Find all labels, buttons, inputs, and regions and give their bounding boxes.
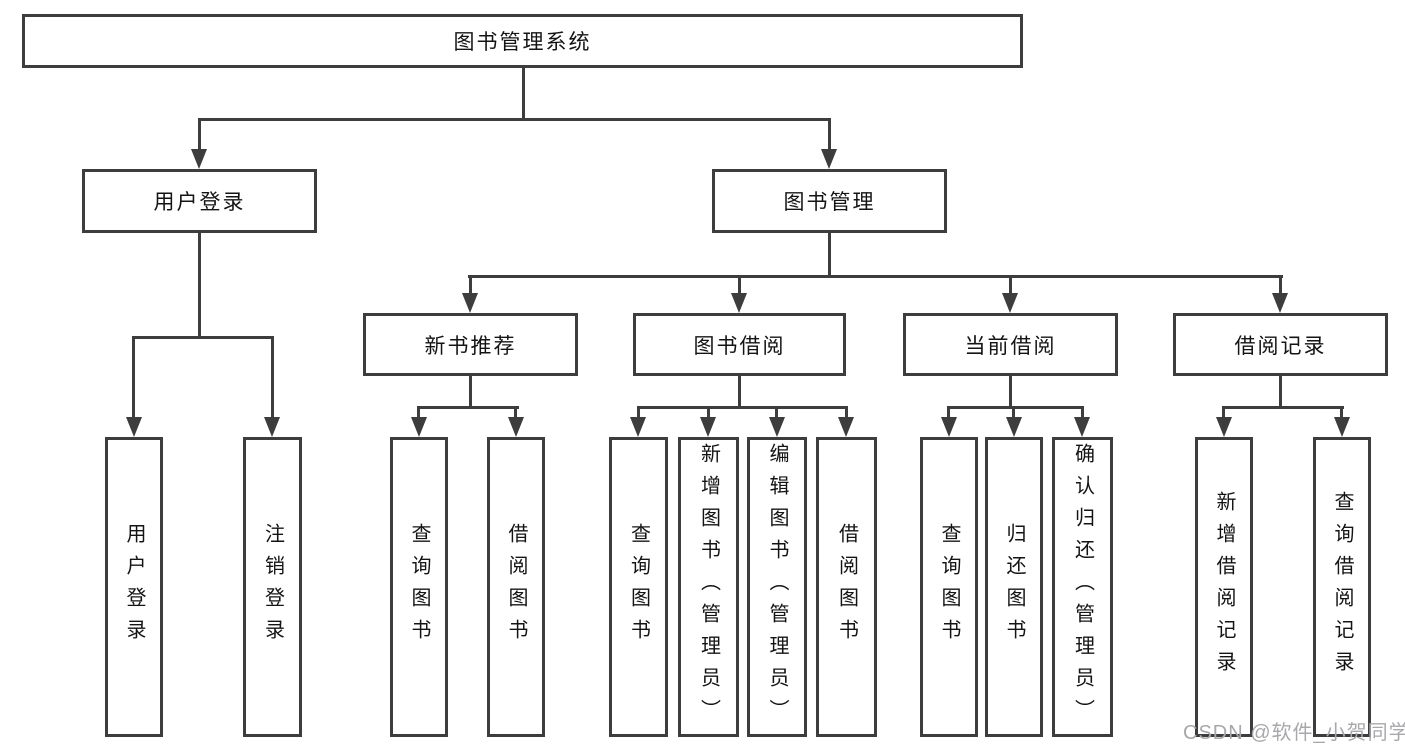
leaf-add-book-admin: 新增图书（管理员） (678, 437, 739, 737)
leaf-borrow-book-1: 借阅图书 (487, 437, 545, 737)
connector-drop-query-borrow-record (1340, 406, 1343, 420)
connector-drop-borrow-book-2 (845, 406, 848, 420)
node-current-borrow-label: 当前借阅 (964, 334, 1057, 358)
arrowhead-leaf-query-book-2 (630, 417, 646, 437)
connector-borrow-records-stub (1279, 376, 1282, 409)
leaf-return-book: 归还图书 (985, 437, 1043, 737)
leaf-query-book-3-label: 查询图书 (938, 523, 960, 651)
connector-drop-current-borrow (1009, 275, 1012, 296)
leaf-borrow-book-2-label: 借阅图书 (835, 523, 858, 651)
leaf-confirm-return-admin-label: 确认归还（管理员） (1071, 443, 1094, 731)
connector-drop-leaf-logout (271, 336, 274, 419)
arrowhead-leaf-borrow-book-1 (508, 417, 524, 437)
leaf-query-book-2: 查询图书 (609, 437, 668, 737)
connector-level2-bus (198, 118, 831, 121)
node-root: 图书管理系统 (22, 14, 1023, 68)
arrowhead-leaf-query-book-1 (411, 417, 427, 437)
leaf-add-borrow-record: 新增借阅记录 (1195, 437, 1253, 737)
arrowhead-leaf-user-login (126, 417, 142, 437)
connector-root-stub (522, 68, 525, 121)
connector-drop-book-management (828, 118, 831, 152)
arrowhead-new-book-recommend (462, 293, 478, 313)
leaf-user-login: 用户登录 (105, 437, 163, 737)
leaf-query-book-3: 查询图书 (920, 437, 978, 737)
connector-drop-return-book (1012, 406, 1015, 420)
arrowhead-current-borrow (1002, 293, 1018, 313)
connector-new-book-recommend-stub (469, 376, 472, 409)
leaf-logout-label: 注销登录 (261, 523, 284, 651)
connector-borrow-records-bus (1222, 406, 1344, 409)
connector-drop-leaf-user-login (132, 336, 135, 419)
watermark: CSDN @软件_小贺同学 (1183, 722, 1405, 744)
node-borrow-records: 借阅记录 (1173, 313, 1388, 376)
connector-drop-add-borrow-record (1222, 406, 1225, 420)
leaf-edit-book-admin: 编辑图书（管理员） (747, 437, 807, 737)
arrowhead-leaf-add-borrow-record (1216, 417, 1232, 437)
connector-drop-add-book (707, 406, 710, 420)
leaf-query-book-1: 查询图书 (390, 437, 448, 737)
connector-drop-user-login (198, 118, 201, 152)
node-root-label: 图书管理系统 (453, 31, 592, 54)
node-user-login: 用户登录 (82, 169, 317, 233)
leaf-confirm-return-admin: 确认归还（管理员） (1052, 437, 1113, 737)
connector-drop-borrow-records (1279, 275, 1282, 296)
leaf-add-book-admin-label: 新增图书（管理员） (697, 443, 720, 731)
arrowhead-book-borrow (731, 293, 747, 313)
leaf-user-login-label: 用户登录 (123, 523, 145, 651)
connector-current-borrow-stub (1009, 376, 1012, 409)
node-book-management: 图书管理 (712, 169, 947, 233)
leaf-query-borrow-record-label: 查询借阅记录 (1331, 491, 1353, 683)
arrowhead-leaf-logout (264, 417, 280, 437)
arrowhead-leaf-query-book-3 (941, 417, 957, 437)
node-current-borrow: 当前借阅 (903, 313, 1118, 376)
arrowhead-leaf-query-borrow-record (1334, 417, 1350, 437)
leaf-query-book-1-label: 查询图书 (408, 523, 430, 651)
arrowhead-leaf-add-book (700, 417, 716, 437)
connector-drop-query-book-3 (947, 406, 950, 420)
connector-drop-confirm-return (1081, 406, 1084, 420)
leaf-logout: 注销登录 (243, 437, 302, 737)
connector-new-book-recommend-bus (417, 406, 519, 409)
arrowhead-borrow-records (1272, 293, 1288, 313)
connector-drop-book-borrow (738, 275, 741, 296)
connector-current-borrow-bus (947, 406, 1084, 409)
leaf-return-book-label: 归还图书 (1003, 523, 1025, 651)
leaf-query-borrow-record: 查询借阅记录 (1313, 437, 1371, 737)
connector-drop-edit-book (775, 406, 778, 420)
connector-drop-query-book-2 (637, 406, 640, 420)
connector-user-login-stub (198, 233, 201, 339)
connector-drop-borrow-book-1 (514, 406, 517, 420)
node-book-borrow-label: 图书借阅 (693, 334, 786, 358)
connector-level3-bus (468, 275, 1283, 278)
node-user-login-label: 用户登录 (153, 191, 246, 214)
leaf-add-borrow-record-label: 新增借阅记录 (1213, 491, 1235, 683)
arrowhead-leaf-edit-book (769, 417, 785, 437)
arrowhead-user-login (191, 149, 207, 169)
connector-book-borrow-stub (738, 376, 741, 409)
arrowhead-leaf-borrow-book-2 (838, 417, 854, 437)
connector-book-management-stub (828, 233, 831, 278)
node-book-management-label: 图书管理 (783, 191, 876, 214)
connector-drop-query-book-1 (417, 406, 420, 420)
leaf-query-book-2-label: 查询图书 (627, 523, 650, 651)
node-new-book-recommend: 新书推荐 (363, 313, 578, 376)
connector-book-borrow-bus (637, 406, 848, 409)
node-borrow-records-label: 借阅记录 (1234, 334, 1327, 358)
node-book-borrow: 图书借阅 (633, 313, 846, 376)
leaf-edit-book-admin-label: 编辑图书（管理员） (766, 443, 788, 731)
connector-user-login-bus (132, 336, 274, 339)
arrowhead-leaf-return-book (1006, 417, 1022, 437)
leaf-borrow-book-2: 借阅图书 (816, 437, 877, 737)
leaf-borrow-book-1-label: 借阅图书 (505, 523, 527, 651)
connector-drop-new-book-recommend (469, 275, 472, 296)
arrowhead-book-management (821, 149, 837, 169)
arrowhead-leaf-confirm-return (1074, 417, 1090, 437)
node-new-book-recommend-label: 新书推荐 (424, 334, 517, 358)
